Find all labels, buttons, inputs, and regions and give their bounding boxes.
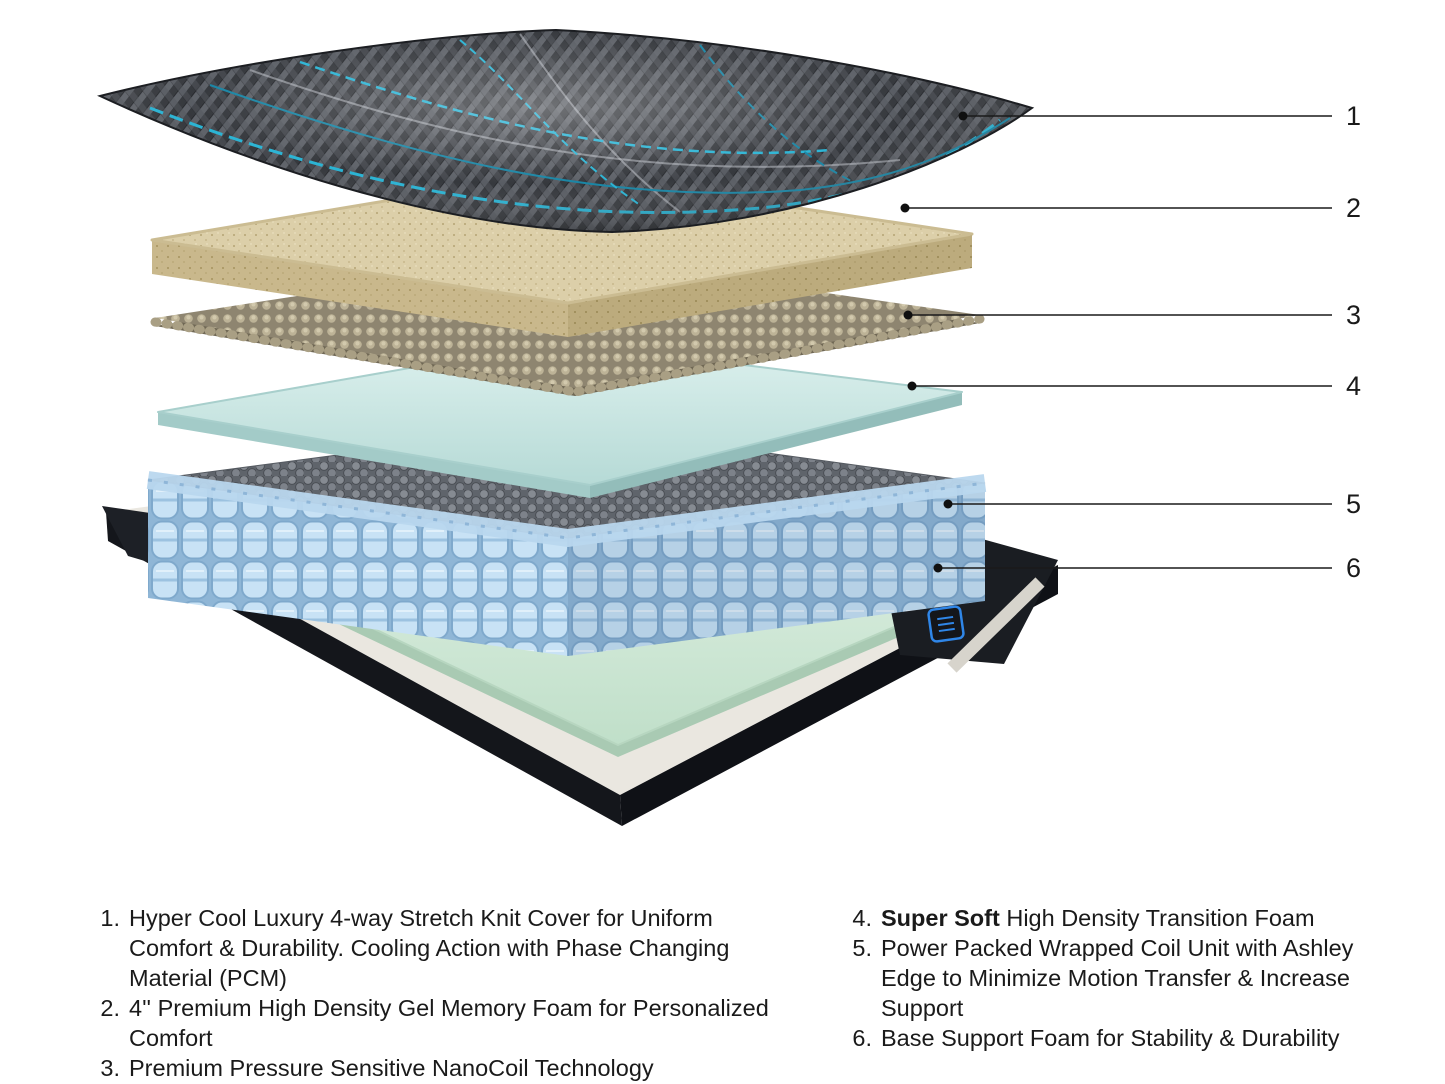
coil-top-perimeter-ticks	[147, 478, 986, 540]
legend-item-5-number: 5.	[852, 935, 872, 961]
legend-item-6-number: 6.	[852, 1025, 872, 1051]
legend-item-5: 5. Power Packed Wrapped Coil Unit with A…	[838, 933, 1368, 1023]
callout-2: 2	[900, 193, 1361, 223]
knit-cover-shading	[97, 28, 1035, 234]
callout-3: 3	[903, 300, 1361, 330]
transition-foam-front-right	[590, 392, 962, 498]
memory-foam-front-left	[152, 240, 568, 337]
legend-right-column: 4. Super Soft High Density Transition Fo…	[838, 903, 1368, 1053]
mattress-diagram: 1 2 3 4 5	[97, 28, 1361, 826]
layer-stretch-knit-cover	[97, 28, 1035, 234]
layer-transition-foam	[157, 341, 963, 498]
legend-item-2: 2. 4'' Premium High Density Gel Memory F…	[86, 993, 792, 1053]
legend-item-5-text: Power Packed Wrapped Coil Unit with Ashl…	[881, 935, 1354, 1021]
callout-4: 4	[907, 371, 1361, 401]
callout-1: 1	[958, 101, 1361, 131]
legend-item-4: 4. Super Soft High Density Transition Fo…	[838, 903, 1368, 933]
legend-item-2-text: 4'' Premium High Density Gel Memory Foam…	[129, 995, 769, 1051]
legend-item-1: 1. Hyper Cool Luxury 4-way Stretch Knit …	[86, 903, 792, 993]
legend-item-6-text: Base Support Foam for Stability & Durabi…	[881, 1025, 1340, 1051]
legend-item-4-text: Super Soft High Density Transition Foam	[881, 903, 1368, 933]
ashley-logo-icon	[927, 605, 965, 643]
legend-item-4-number: 4.	[852, 905, 872, 931]
legend-item-2-number: 2.	[100, 995, 120, 1021]
legend-left-column: 1. Hyper Cool Luxury 4-way Stretch Knit …	[86, 903, 792, 1083]
legend-item-4-bold: Super Soft	[881, 905, 1000, 931]
legend-item-3: 3. Premium Pressure Sensitive NanoCoil T…	[86, 1053, 792, 1083]
callouts: 1 2 3 4 5	[900, 101, 1361, 583]
legend-item-3-number: 3.	[100, 1055, 120, 1081]
memory-foam-front-right	[568, 234, 972, 337]
callout-number-3: 3	[1346, 300, 1361, 330]
legend-item-4-rest: High Density Transition Foam	[999, 905, 1315, 931]
callout-number-6: 6	[1346, 553, 1361, 583]
callout-number-1: 1	[1346, 101, 1361, 131]
base-corner-right-stripe	[947, 577, 1045, 673]
callout-number-5: 5	[1346, 489, 1361, 519]
callout-number-2: 2	[1346, 193, 1361, 223]
callout-6: 6	[933, 553, 1361, 583]
legend-item-1-number: 1.	[100, 905, 120, 931]
transition-foam-front-left	[158, 412, 590, 498]
legend-item-3-text: Premium Pressure Sensitive NanoCoil Tech…	[129, 1055, 654, 1081]
callout-number-4: 4	[1346, 371, 1361, 401]
legend-item-6: 6. Base Support Foam for Stability & Dur…	[838, 1023, 1368, 1053]
nanocoil-edge-bumps	[150, 314, 985, 397]
callout-5: 5	[943, 489, 1361, 519]
legend-item-1-text: Hyper Cool Luxury 4-way Stretch Knit Cov…	[129, 905, 730, 991]
